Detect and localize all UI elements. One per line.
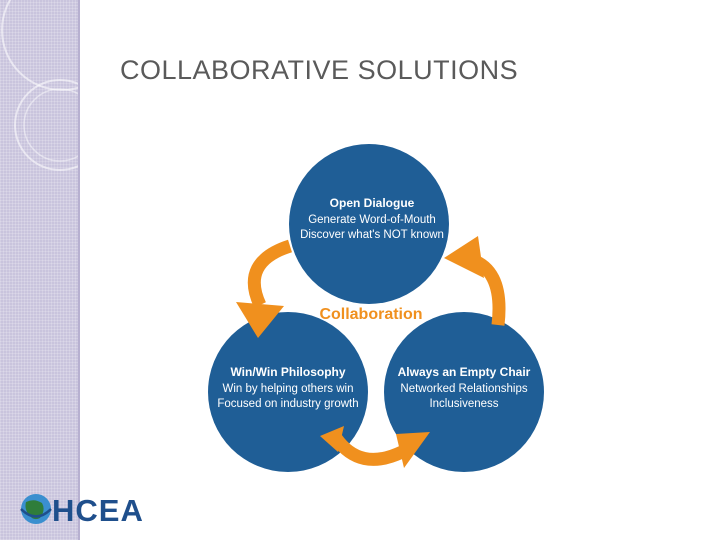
node-right-line-2: Inclusiveness bbox=[429, 398, 498, 410]
slide-title: COLLABORATIVE SOLUTIONS bbox=[120, 55, 519, 85]
hcea-logo: HCEA bbox=[20, 493, 144, 528]
circle-top bbox=[289, 144, 449, 304]
center-label: Collaboration bbox=[319, 306, 422, 323]
arrow-bottom-cycle bbox=[320, 426, 430, 468]
node-top-line-2: Discover what's NOT known bbox=[300, 229, 444, 241]
sidebar-divider bbox=[78, 0, 80, 540]
arrow-left-cycle bbox=[236, 239, 293, 338]
arrow-right-cycle bbox=[444, 236, 506, 326]
node-right-line-1: Networked Relationships bbox=[400, 383, 527, 395]
sidebar-decoration bbox=[0, 0, 123, 540]
node-top-line-1: Generate Word-of-Mouth bbox=[308, 214, 436, 226]
node-right-title: Always an Empty Chair bbox=[398, 365, 531, 379]
circle-left bbox=[208, 312, 368, 472]
node-left-title: Win/Win Philosophy bbox=[230, 365, 345, 379]
node-top-title: Open Dialogue bbox=[330, 196, 415, 210]
node-left-line-2: Focused on industry growth bbox=[217, 398, 358, 410]
node-left-line-1: Win by helping others win bbox=[222, 383, 353, 395]
logo-text: HCEA bbox=[52, 493, 144, 528]
circle-right bbox=[384, 312, 544, 472]
